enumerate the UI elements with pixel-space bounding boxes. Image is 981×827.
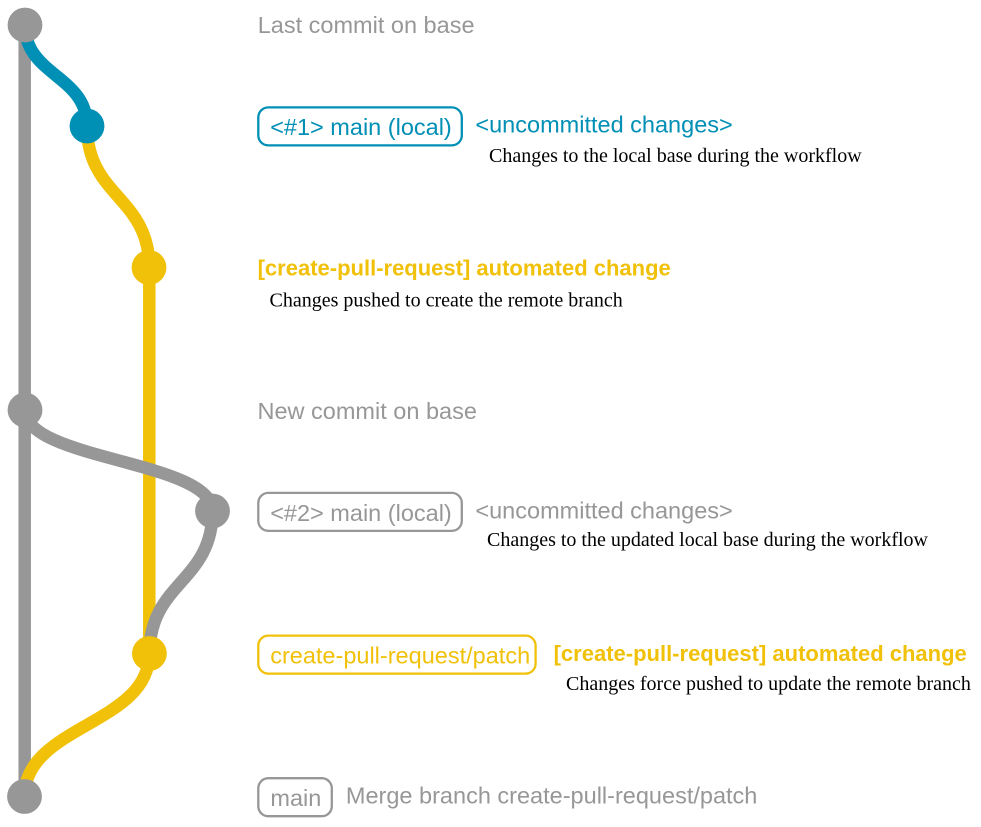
svg-text:[create-pull-request] automate: [create-pull-request] automated change (554, 641, 967, 666)
svg-text:Changes to the updated local b: Changes to the updated local base during… (487, 529, 929, 551)
svg-text:New commit on base: New commit on base (258, 398, 477, 424)
svg-text:Last commit on base: Last commit on base (258, 12, 475, 38)
svg-text:<#1> main (local): <#1> main (local) (270, 114, 452, 140)
svg-text:<uncommitted changes>: <uncommitted changes> (475, 498, 732, 524)
svg-text:main: main (270, 785, 321, 811)
svg-text:[create-pull-request] automate: [create-pull-request] automated change (258, 256, 671, 281)
svg-text:Changes pushed to create the r: Changes pushed to create the remote bran… (270, 289, 623, 311)
svg-text:Merge branch create-pull-reque: Merge branch create-pull-request/patch (346, 783, 757, 809)
svg-text:Changes force pushed to update: Changes force pushed to update the remot… (566, 673, 971, 695)
svg-text:Changes to the local base duri: Changes to the local base during the wor… (489, 145, 862, 167)
svg-text:create-pull-request/patch: create-pull-request/patch (270, 642, 530, 668)
svg-text:<uncommitted changes>: <uncommitted changes> (475, 111, 732, 137)
svg-text:<#2> main (local): <#2> main (local) (270, 500, 452, 526)
